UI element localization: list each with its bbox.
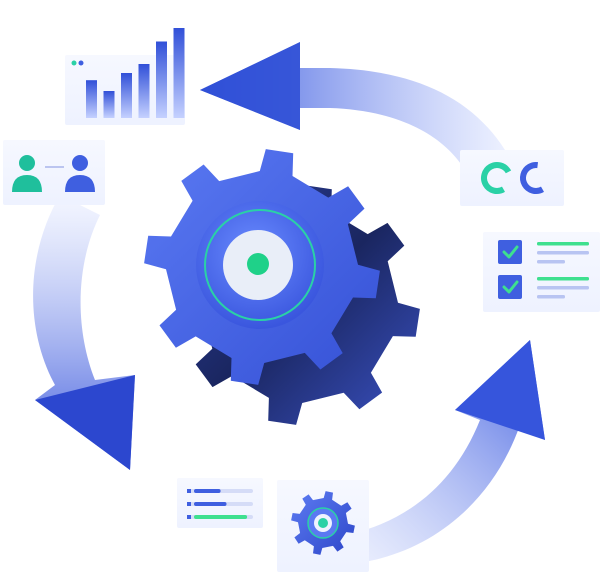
small-gear-card <box>277 480 369 572</box>
text-line <box>537 242 589 246</box>
bar <box>138 64 150 118</box>
checklist-card <box>483 232 600 312</box>
text-line <box>537 277 589 281</box>
bar <box>121 73 132 118</box>
progress-list-icon <box>187 489 253 519</box>
text-line <box>537 286 589 290</box>
progress-bullet <box>187 515 191 519</box>
text-line <box>537 295 565 299</box>
donut-chart-icons <box>481 162 552 194</box>
gear-center-dot <box>247 253 269 275</box>
donut-chart-card <box>460 150 564 206</box>
bar <box>173 28 185 118</box>
cycle-arrow-right <box>310 340 545 565</box>
small-gear-icon <box>291 491 355 555</box>
users-card <box>3 140 105 205</box>
text-line <box>537 251 589 255</box>
progress-bullet <box>187 502 191 506</box>
bar <box>103 91 115 118</box>
progress-list-card <box>177 478 263 528</box>
progress-bullet <box>187 489 191 493</box>
donut-ring <box>520 162 552 194</box>
progress-fill <box>194 515 248 519</box>
bar <box>156 41 167 118</box>
progress-fill <box>194 489 221 493</box>
text-line <box>537 260 565 264</box>
cycle-arrow-left <box>33 195 135 470</box>
donut-ring <box>481 162 513 194</box>
bar <box>86 80 97 118</box>
cycle-arrow-top <box>200 42 505 170</box>
progress-fill <box>194 502 227 506</box>
user-icon-blue <box>65 155 95 192</box>
dot-icon <box>78 60 84 66</box>
bar-chart-icon <box>86 28 185 118</box>
bar-chart-card <box>65 28 185 125</box>
checkbox-icon <box>498 240 522 264</box>
dot-icon <box>71 60 77 66</box>
user-icon-teal <box>12 155 42 192</box>
main-gear-icon <box>144 149 420 425</box>
checkbox-icon <box>498 275 522 299</box>
